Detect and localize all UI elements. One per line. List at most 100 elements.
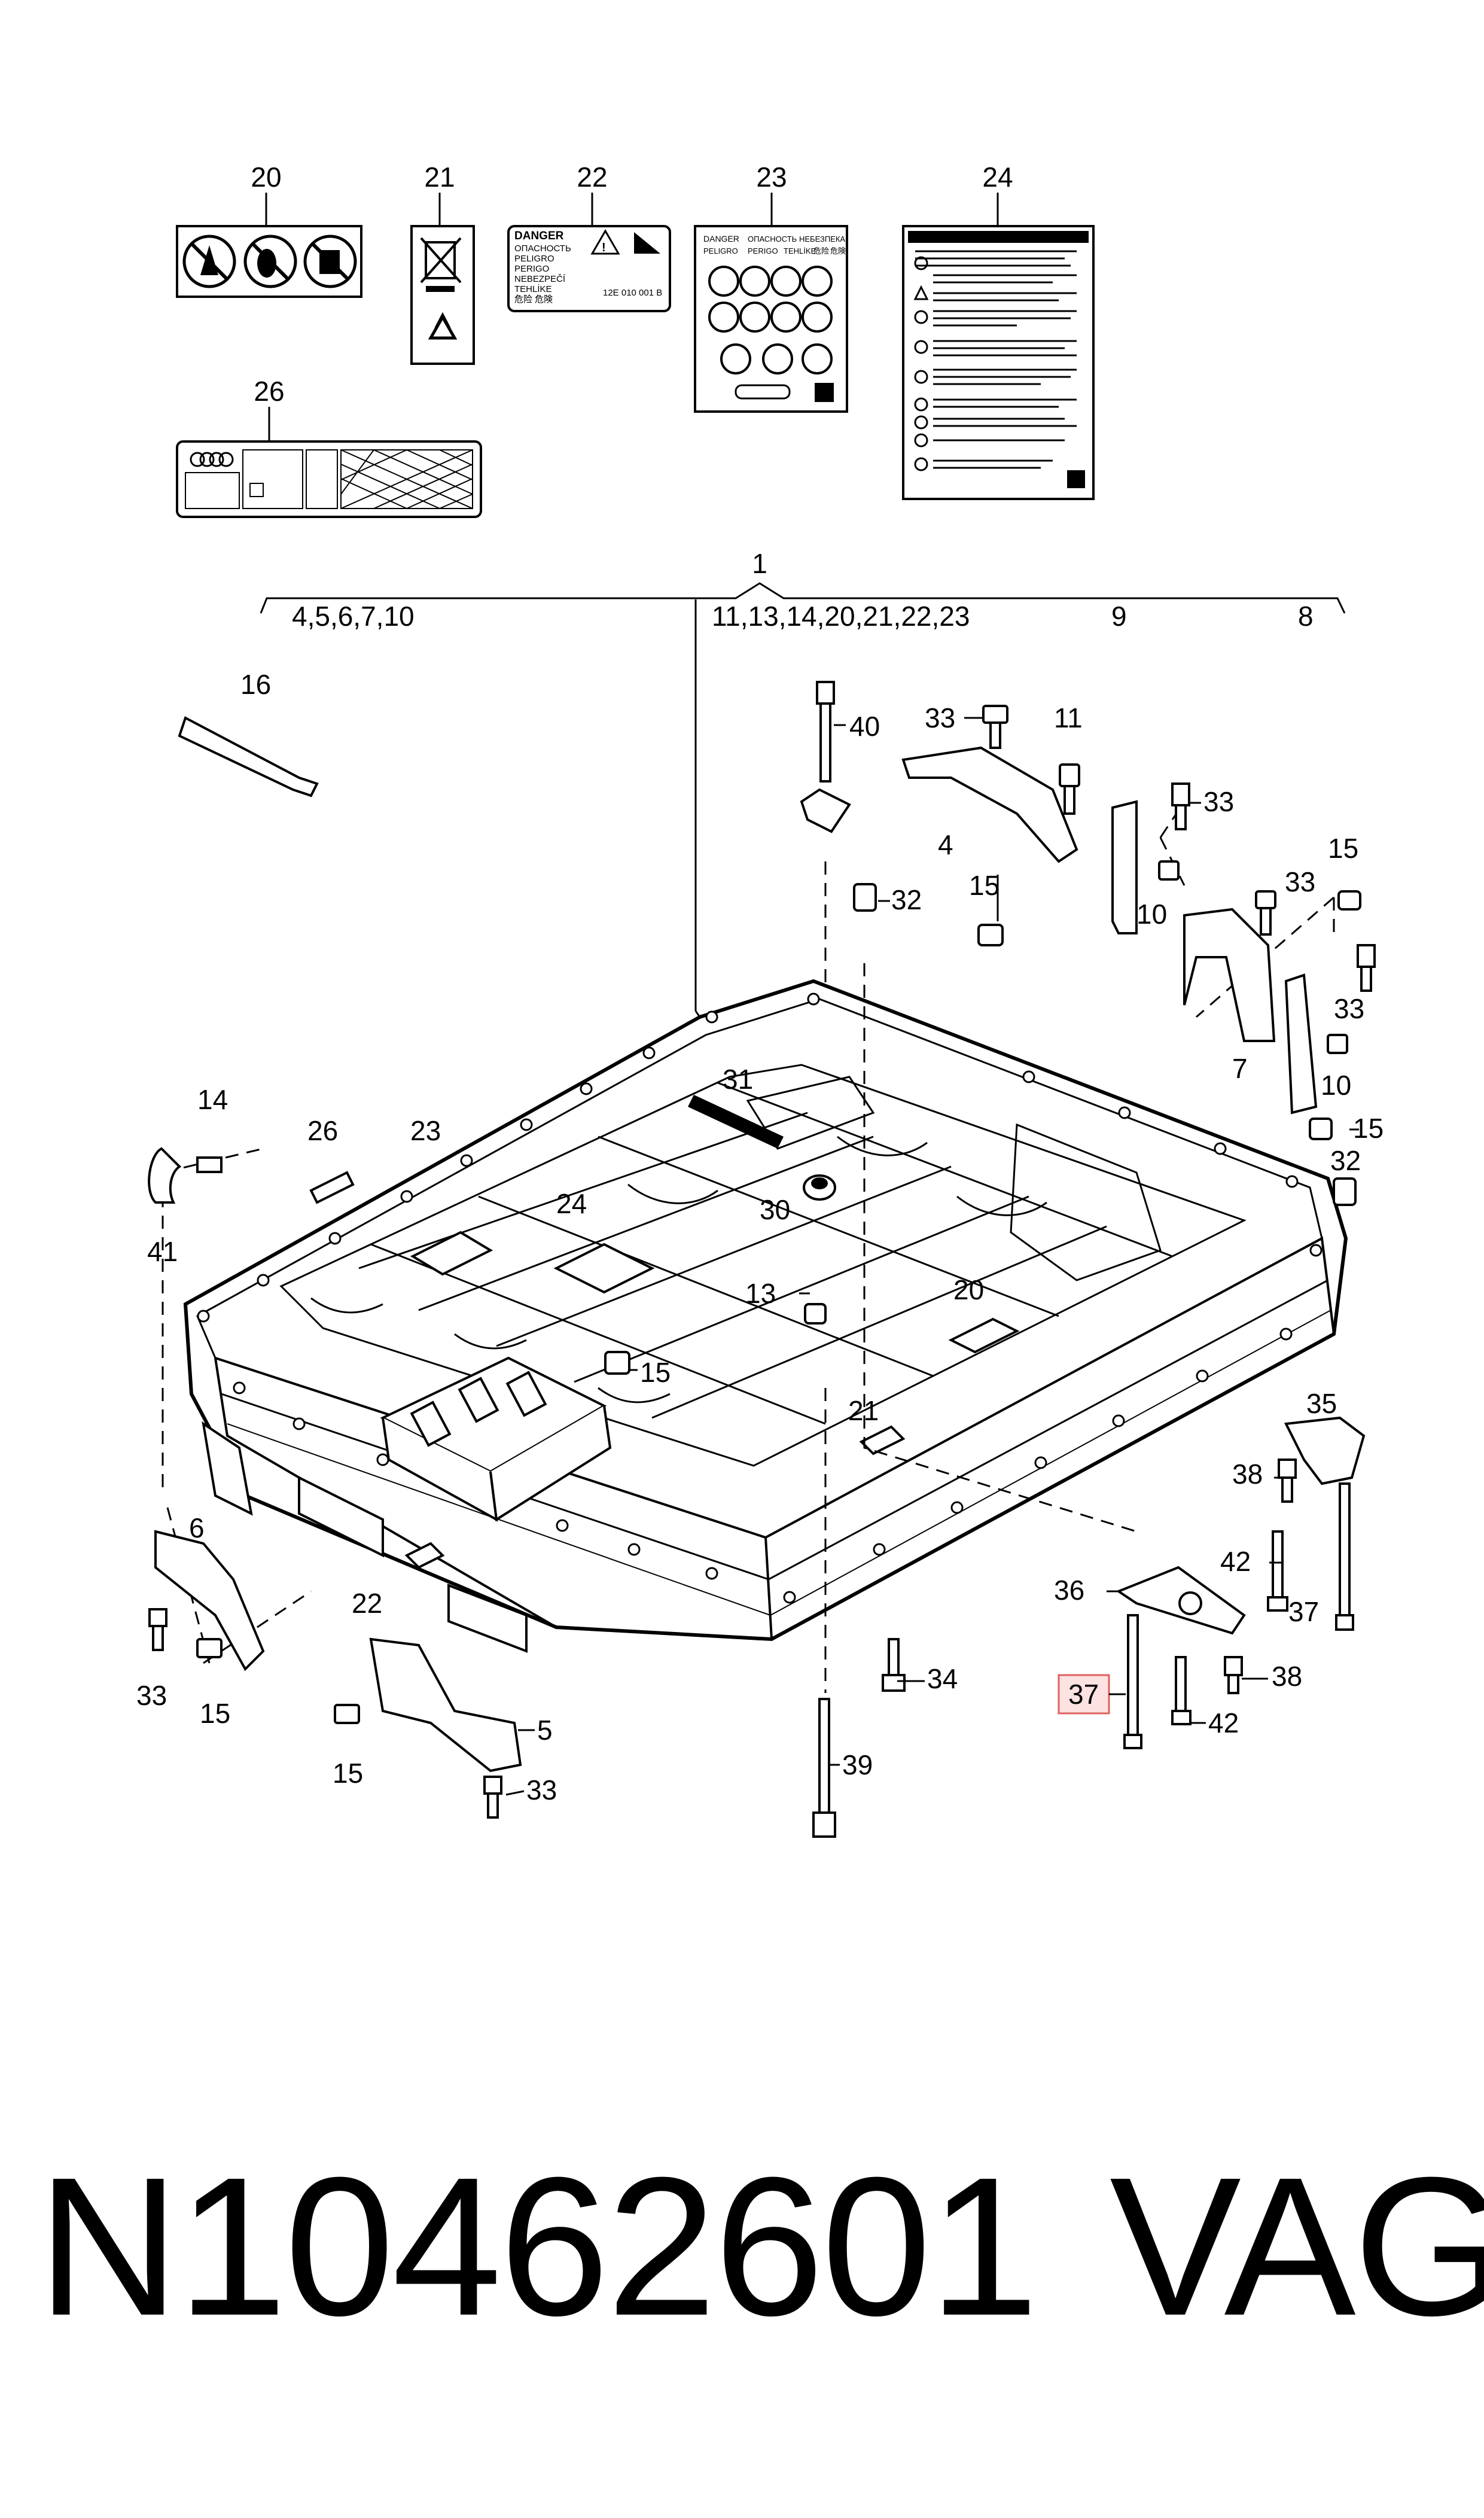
card23-header-2: ОПАСНОСТЬ xyxy=(748,235,797,243)
callout-21: 21 xyxy=(848,1395,879,1426)
label-card-21: 21 xyxy=(410,162,475,365)
callout-10b: 10 xyxy=(1321,1070,1351,1101)
tray-label-23 xyxy=(410,1231,493,1276)
tray-label-20 xyxy=(948,1317,1020,1354)
callout-1: 1 xyxy=(752,548,767,579)
card23-header-3: НЕБЕЗПЕКА xyxy=(799,235,845,243)
part-30-grommet xyxy=(803,1174,836,1201)
shock-icon xyxy=(634,232,660,254)
no-fire-icon xyxy=(182,235,236,288)
callout-labels: 40 33 11 9 8 4 33 32 15 10 15 33 33 7 10… xyxy=(136,601,1384,1805)
callout-24: 24 xyxy=(556,1188,587,1219)
callout-33b: 33 xyxy=(1203,786,1234,817)
highlighted-callout-37: 37 xyxy=(1058,1674,1126,1715)
group-mid-label: 11,13,14,20,21,22,23 xyxy=(712,601,970,632)
callout-9: 9 xyxy=(1111,601,1127,632)
callout-24: 24 xyxy=(982,162,1013,193)
label-card-22: 22 DANGER ОПАСНОСТЬ PELIGRO PERIGO NEBEZ… xyxy=(507,162,671,312)
callout-15f: 15 xyxy=(333,1758,363,1789)
connector-module xyxy=(380,1356,612,1522)
callout-38b: 38 xyxy=(1272,1661,1302,1692)
callout-16: 16 xyxy=(240,669,271,700)
callout-36: 36 xyxy=(1054,1575,1084,1606)
callout-42b: 42 xyxy=(1208,1707,1239,1738)
recycle-icon xyxy=(428,312,458,340)
part-31-strip xyxy=(688,1095,784,1149)
hazard-icons xyxy=(708,266,833,374)
callout-5: 5 xyxy=(537,1715,553,1746)
callout-26: 26 xyxy=(254,376,284,407)
danger-line-3: PERIGO xyxy=(514,264,549,274)
callout-10a: 10 xyxy=(1136,899,1167,930)
warning-text-block xyxy=(915,250,1077,469)
callout-39: 39 xyxy=(842,1749,873,1780)
danger-line-6: 危险 危険 xyxy=(514,294,553,305)
callout-42a: 42 xyxy=(1220,1546,1251,1577)
callout-7: 7 xyxy=(1232,1053,1248,1084)
callout-6: 6 xyxy=(189,1512,205,1543)
callout-15a: 15 xyxy=(969,870,1000,901)
card23-header-4: PELIGRO xyxy=(703,246,738,255)
callout-40: 40 xyxy=(849,711,880,742)
callout-23: 23 xyxy=(756,162,787,193)
tray-label-24 xyxy=(553,1243,655,1294)
crossed-bin-icon xyxy=(420,237,462,284)
callout-31: 31 xyxy=(723,1064,753,1095)
label-card-26: 26 xyxy=(176,376,482,518)
danger-title: DANGER xyxy=(514,230,564,242)
callout-15c: 15 xyxy=(1353,1113,1384,1144)
callout-15b: 15 xyxy=(1328,833,1358,864)
callout-14: 14 xyxy=(197,1084,228,1115)
tray-label-26 xyxy=(309,1171,355,1204)
callout-22: 22 xyxy=(577,162,607,193)
fasteners xyxy=(148,681,1376,1838)
warning-icon: ! xyxy=(590,229,620,255)
group-left-label: 4,5,6,7,10 xyxy=(292,601,415,632)
callout-41: 41 xyxy=(147,1236,178,1267)
battery-tray xyxy=(183,979,1348,1653)
group-bracket-1: 1 4,5,6,7,10 11,13,14,20,21,22,23 xyxy=(260,548,1346,1018)
callout-32b: 32 xyxy=(1330,1145,1361,1176)
tray-label-22 xyxy=(404,1542,445,1569)
callout-33e: 33 xyxy=(136,1680,167,1711)
label-card-24: 24 xyxy=(902,162,1095,500)
callout-15d: 15 xyxy=(640,1357,671,1388)
callout-21: 21 xyxy=(424,162,455,193)
callout-37a: 37 xyxy=(1288,1596,1319,1627)
danger-line-5: TEHLİKE xyxy=(514,284,552,294)
brand-label: VAG xyxy=(1110,2136,1484,2356)
danger-line-1: ОПАСНОСТЬ xyxy=(514,243,571,254)
callout-23: 23 xyxy=(410,1115,441,1146)
callout-33d: 33 xyxy=(1334,993,1364,1024)
card23-header-8: 危険 xyxy=(830,246,846,255)
callout-13: 13 xyxy=(745,1278,776,1309)
no-water-icon xyxy=(303,235,357,288)
callout-38a: 38 xyxy=(1232,1459,1263,1490)
callout-4: 4 xyxy=(938,829,953,860)
card23-header-5: PERIGO xyxy=(748,246,778,255)
callout-26: 26 xyxy=(307,1115,338,1146)
part-number: N10462601 xyxy=(37,2136,1039,2356)
callout-33c: 33 xyxy=(1285,866,1315,897)
callout-33f: 33 xyxy=(526,1774,557,1805)
callout-8: 8 xyxy=(1298,601,1314,632)
label-card-20: 20 xyxy=(176,162,362,298)
danger-line-4: NEBEZPEČÍ xyxy=(514,274,566,284)
callout-34: 34 xyxy=(927,1663,958,1694)
tray-label-21 xyxy=(859,1425,906,1456)
callout-35: 35 xyxy=(1306,1388,1337,1419)
callout-20: 20 xyxy=(251,162,281,193)
audi-rings-icon xyxy=(190,452,234,467)
danger-line-2: PELIGRO xyxy=(514,254,554,264)
callout-22: 22 xyxy=(352,1588,382,1619)
callout-37-highlight: 37 xyxy=(1068,1679,1099,1710)
callout-33a: 33 xyxy=(925,702,955,733)
card23-header-1: DANGER xyxy=(703,234,739,243)
callout-32a: 32 xyxy=(891,884,922,915)
callout-11: 11 xyxy=(1054,702,1083,733)
callout-15e: 15 xyxy=(200,1698,230,1729)
callout-20: 20 xyxy=(953,1274,984,1305)
card23-header-7: 危险 xyxy=(813,246,829,255)
svg-text:!: ! xyxy=(602,241,606,254)
